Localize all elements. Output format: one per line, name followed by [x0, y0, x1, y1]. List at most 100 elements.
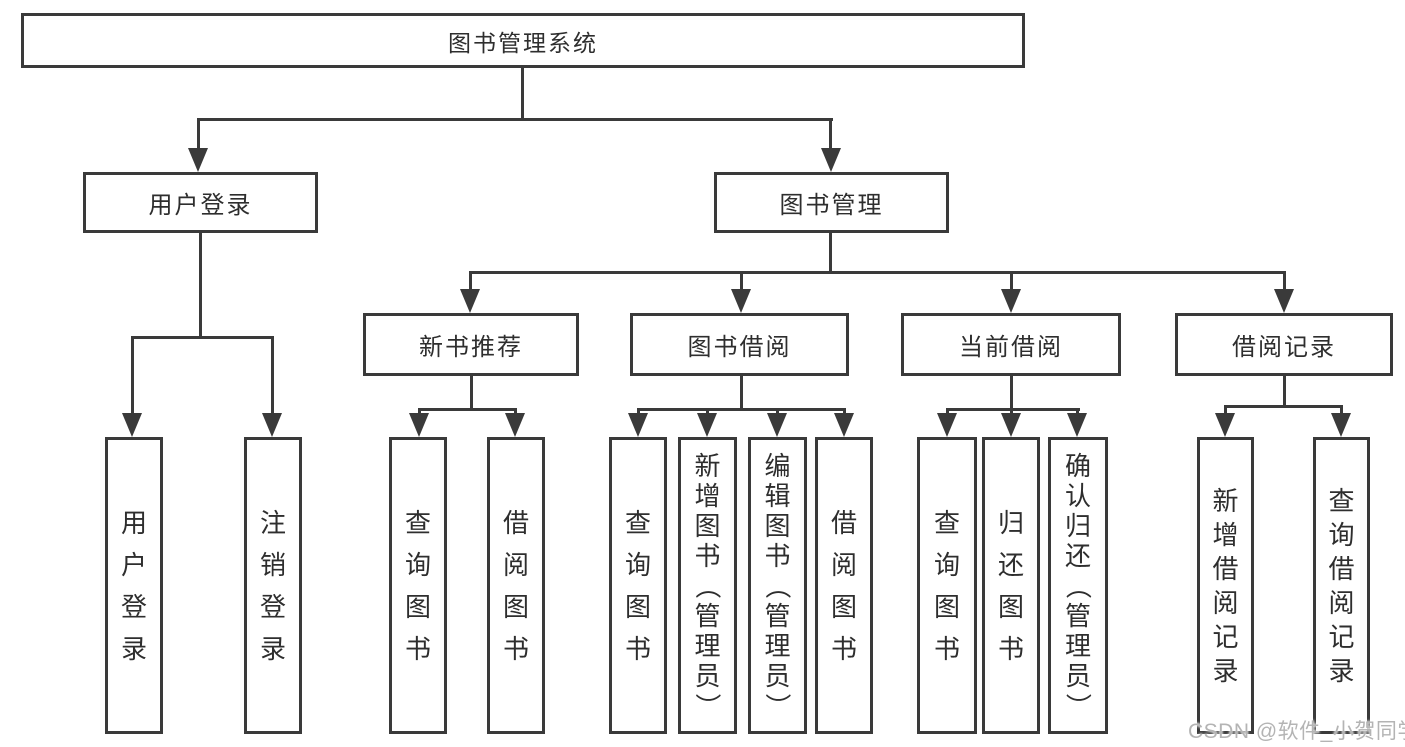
leaf-label-char: 借 — [830, 507, 857, 538]
connector-stub-7 — [946, 408, 949, 417]
leaf-label-char: 增 — [694, 480, 721, 511]
leaf-label-char: 认 — [1064, 480, 1091, 511]
leaf-label-char: 借 — [1212, 553, 1239, 584]
connector-stub-9 — [1076, 408, 1079, 417]
leaf-label-char: 图 — [404, 591, 431, 622]
connector-currentborrow-bar — [946, 408, 1080, 411]
connector-drop-currentborrow — [1010, 271, 1013, 292]
leaf-borrow-books-1: 借阅图书 — [487, 437, 545, 734]
leaf-label-char: 阅 — [502, 549, 529, 580]
arrowhead-leaf-confirm-return — [1067, 413, 1087, 437]
connector-newbook-stem — [470, 376, 473, 410]
leaf-label-char: 管 — [694, 600, 721, 631]
leaf-query-borrow-record: 查询借阅记录 — [1313, 437, 1370, 734]
leaf-label-char: 员 — [1064, 660, 1091, 691]
arrowhead-leaf-query-2 — [628, 413, 648, 437]
leaf-label-char: 录 — [259, 633, 286, 664]
leaf-label-char: 阅 — [830, 549, 857, 580]
leaf-label-char: 书 — [830, 633, 857, 664]
node-book-borrowing: 图书借阅 — [630, 313, 849, 376]
leaf-label-char: 理 — [694, 630, 721, 661]
connector-stub-8 — [1010, 408, 1013, 417]
leaf-label-char: 管 — [764, 600, 791, 631]
connector-bookmgmt-stem — [829, 232, 832, 274]
connector-bookborrow-stem — [740, 376, 743, 410]
leaf-label-char: 图 — [764, 510, 791, 541]
leaf-label-char: 录 — [1328, 655, 1355, 686]
arrowhead-leaf-query-1 — [409, 413, 429, 437]
leaf-label-char: （ — [1063, 572, 1093, 599]
connector-userlogin-bar — [131, 336, 274, 339]
leaf-label-char: 注 — [259, 507, 286, 538]
leaf-label-char: 用 — [120, 507, 147, 538]
leaf-label-char: 书 — [933, 633, 960, 664]
arrowhead-leaf-login — [122, 413, 142, 437]
leaf-label-char: 销 — [259, 549, 286, 580]
connector-currentborrow-stem — [1010, 376, 1013, 410]
leaf-user-login: 用户登录 — [105, 437, 163, 734]
connector-stub-11 — [1340, 405, 1343, 416]
leaf-label-char: 书 — [624, 633, 651, 664]
leaf-label-char: 确 — [1064, 450, 1091, 481]
connector-drop-leaf-logout — [271, 336, 274, 414]
connector-root-bar — [197, 118, 833, 121]
connector-stub-6 — [843, 408, 846, 417]
arrowhead-leaf-query-record — [1331, 413, 1351, 437]
arrowhead-user-login — [188, 148, 208, 172]
leaf-label-char: 归 — [997, 507, 1024, 538]
leaf-label-char: 查 — [624, 507, 651, 538]
connector-root-stem — [521, 68, 524, 118]
leaf-edit-book-admin: 编辑图书（管理员） — [748, 437, 807, 734]
node-root-library-system: 图书管理系统 — [21, 13, 1025, 68]
leaf-label-char: 理 — [764, 630, 791, 661]
leaf-borrow-books-2: 借阅图书 — [815, 437, 873, 734]
leaf-label-char: 登 — [259, 591, 286, 622]
leaf-label-char: 理 — [1064, 630, 1091, 661]
leaf-return-books: 归还图书 — [982, 437, 1040, 734]
connector-drop-newbook — [469, 271, 472, 292]
leaf-label-char: 还 — [1064, 540, 1091, 571]
leaf-label-char: 新 — [1212, 485, 1239, 516]
leaf-label-char: ） — [1063, 692, 1093, 719]
leaf-label-char: 询 — [933, 549, 960, 580]
connector-drop-book-mgmt — [829, 118, 832, 152]
leaf-label-char: 编 — [764, 450, 791, 481]
leaf-confirm-return-admin: 确认归还（管理员） — [1048, 437, 1108, 734]
connector-borrowrecord-stem — [1283, 376, 1286, 407]
leaf-label-char: 管 — [1064, 600, 1091, 631]
arrowhead-leaf-borrow-2 — [834, 413, 854, 437]
arrowhead-leaf-query-3 — [937, 413, 957, 437]
leaf-label-char: （ — [692, 572, 723, 599]
leaf-query-books-2: 查询图书 — [609, 437, 667, 734]
leaf-label-char: 借 — [502, 507, 529, 538]
arrowhead-leaf-borrow-1 — [505, 413, 525, 437]
connector-stub-3 — [637, 408, 640, 417]
connector-userlogin-stem — [199, 232, 202, 336]
leaf-label-char: ） — [762, 692, 793, 719]
leaf-label-char: 员 — [764, 660, 791, 691]
connector-drop-user-login — [197, 118, 200, 152]
connector-drop-borrowrecord — [1283, 271, 1286, 292]
arrowhead-borrowrecord — [1274, 289, 1294, 313]
leaf-label-char: 新 — [694, 450, 721, 481]
connector-stub-5 — [776, 408, 779, 417]
leaf-label-char: 图 — [830, 591, 857, 622]
leaf-logout: 注销登录 — [244, 437, 302, 734]
connector-stub-4 — [706, 408, 709, 417]
leaf-label-char: 书 — [694, 540, 721, 571]
node-new-book-recommend: 新书推荐 — [363, 313, 579, 376]
connector-borrowrecord-bar — [1224, 405, 1343, 408]
leaf-label-char: 询 — [624, 549, 651, 580]
leaf-label-char: 查 — [404, 507, 431, 538]
connector-bookmgmt-bar — [469, 271, 1286, 274]
connector-stub-2 — [514, 408, 517, 417]
leaf-label-char: 图 — [624, 591, 651, 622]
leaf-add-book-admin: 新增图书（管理员） — [678, 437, 737, 734]
connector-stub-10 — [1224, 405, 1227, 416]
leaf-label-char: 记 — [1212, 621, 1239, 652]
node-borrowing-records: 借阅记录 — [1175, 313, 1393, 376]
connector-newbook-bar — [418, 408, 517, 411]
connector-drop-bookborrow — [740, 271, 743, 292]
leaf-label-char: 登 — [120, 591, 147, 622]
